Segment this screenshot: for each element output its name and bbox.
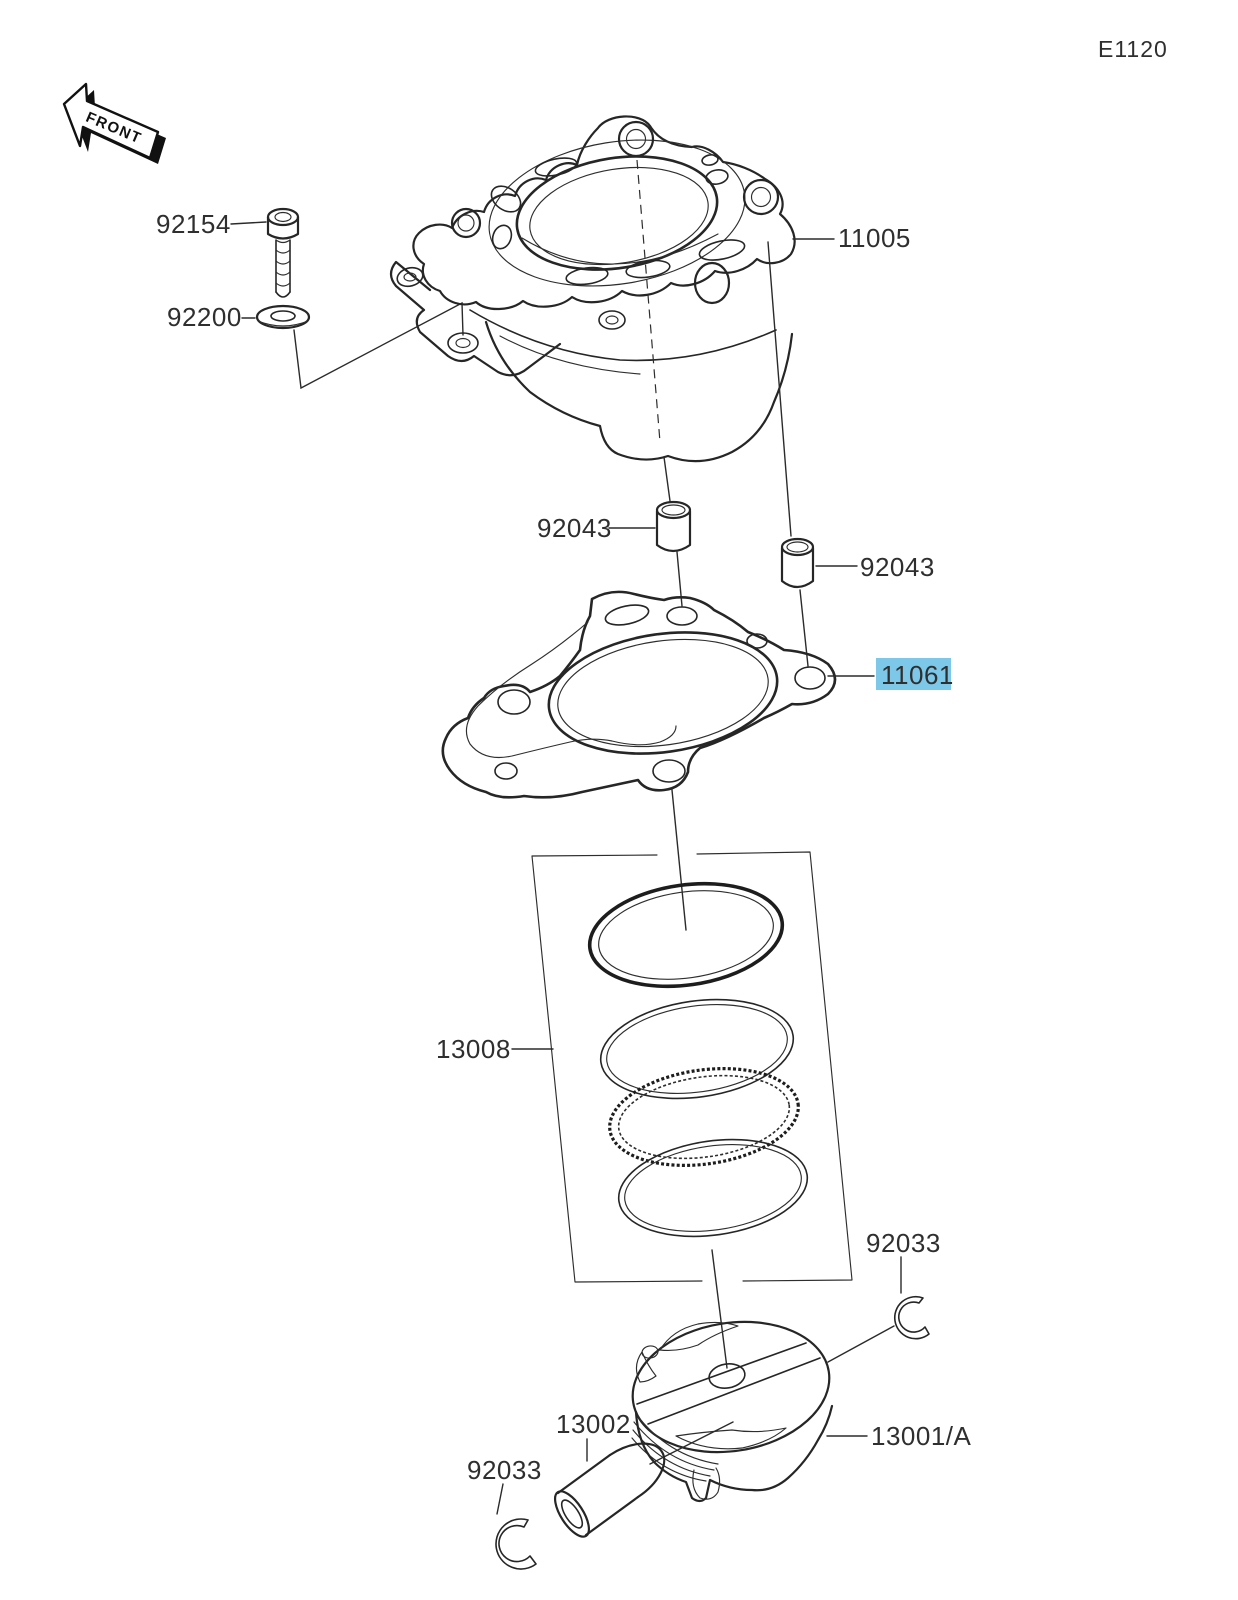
part-number-text[interactable]: 92033 <box>866 1228 941 1258</box>
part-number-text[interactable]: 13001/A <box>871 1421 972 1451</box>
part-label-piston-pin: 13002 <box>556 1409 631 1462</box>
part-label-cylinder-bolt: 92154 <box>156 209 267 239</box>
part-number-text[interactable]: 13002 <box>556 1409 631 1439</box>
leader-ringset-piston <box>711 1249 728 1369</box>
front-arrow-icon: FRONT <box>62 82 166 164</box>
diagram-code: E1120 <box>1098 36 1168 62</box>
part-number-text[interactable]: 92043 <box>537 513 612 543</box>
part-number-text[interactable]: 92154 <box>156 209 231 239</box>
pin-axis-line <box>649 1325 895 1465</box>
highlight-box[interactable] <box>876 658 951 690</box>
part-label-cylinder-gasket: 11061 <box>827 658 954 690</box>
part-label-dowel-left: 92043 <box>537 513 656 543</box>
piston-pin-drawing <box>553 1442 666 1538</box>
washer-position-leader <box>293 301 464 390</box>
cylinder-drawing <box>389 115 796 463</box>
oil-expander-ring <box>608 1067 800 1167</box>
leader-gasket-ringset <box>671 789 687 931</box>
oil-rail-ring <box>617 1138 809 1238</box>
part-number-text[interactable]: 92033 <box>467 1455 542 1485</box>
washer-drawing <box>255 304 311 330</box>
part-number-text[interactable]: 11061 <box>881 660 954 690</box>
ring-set-box <box>531 854 703 1283</box>
circlip-upper-drawing <box>894 1295 930 1340</box>
cylinder-gasket-drawing <box>441 590 837 799</box>
part-label-circlip-upper: 92033 <box>866 1228 941 1294</box>
part-label-circlip-lower: 92033 <box>467 1455 542 1515</box>
bore-centerline <box>636 159 661 443</box>
leader-line <box>496 1483 504 1515</box>
part-label-piston-ring-set: 13008 <box>436 1034 554 1064</box>
part-number-text[interactable]: 92200 <box>167 302 242 332</box>
top-compression-ring <box>587 881 785 989</box>
part-label-cylinder: 11005 <box>792 223 911 253</box>
cylinder-bolt-drawing <box>266 207 300 298</box>
part-number-text[interactable]: 13008 <box>436 1034 511 1064</box>
piston-drawing <box>631 1320 834 1503</box>
leader-cylinder-dowel-right <box>767 241 792 537</box>
part-number-text[interactable]: 92043 <box>860 552 935 582</box>
part-label-washer: 92200 <box>167 302 256 332</box>
circlip-lower-drawing <box>495 1518 537 1570</box>
dowel-pin-left-drawing <box>655 500 692 553</box>
second-ring <box>599 998 795 1100</box>
dowel-pin-right-drawing <box>780 537 815 589</box>
part-label-piston: 13001/A <box>826 1421 972 1451</box>
leader-cylinder-dowel-left <box>663 456 671 502</box>
leader-line <box>230 221 267 225</box>
piston-ring-set-drawing <box>531 851 853 1283</box>
part-number-text[interactable]: 11005 <box>838 223 911 253</box>
part-label-dowel-right: 92043 <box>815 552 935 582</box>
